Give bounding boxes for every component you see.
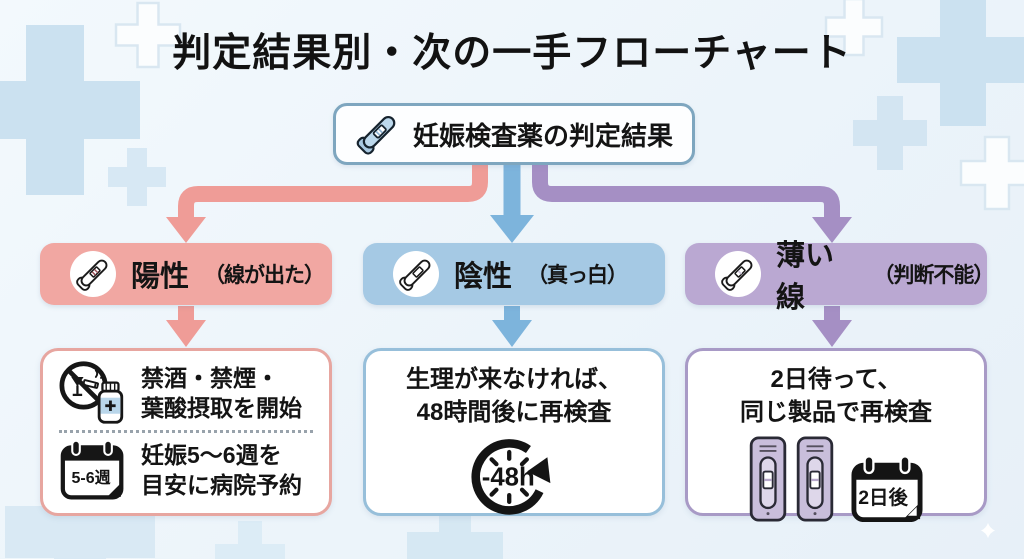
action-text-line: 妊娠5〜6週を	[141, 442, 282, 468]
branch-header-positive: 陽性 （線が出た）	[40, 243, 332, 305]
dotted-divider	[59, 430, 313, 433]
action-row: 禁酒・禁煙・ 葉酸摂取を開始	[53, 359, 319, 427]
connector-negative	[490, 162, 534, 243]
action-text-line: 2日待って、	[770, 366, 902, 393]
no-alcohol-no-smoking-supplement-icon	[59, 361, 124, 424]
page-title: 判定結果別・次の一手フローチャート	[172, 32, 852, 75]
branch-note: （線が出た）	[204, 264, 325, 287]
pregnancy-test-faint-line-icon	[721, 259, 753, 291]
arrow-positive-to-action	[166, 306, 206, 347]
connector-faint-line	[532, 162, 852, 243]
background-cross	[215, 521, 285, 559]
branch-note: （判断不能）	[873, 264, 994, 287]
arrow-faint-to-action	[812, 306, 852, 347]
background-cross	[853, 96, 927, 170]
root-node-label: 妊娠検査薬の判定結果	[412, 120, 673, 151]
action-card-faint-line: 2日待って、 同じ製品で再検査	[685, 348, 987, 522]
background-cross-outline	[114, 1, 182, 69]
branch-label: 陽性	[131, 261, 190, 293]
branch-label: 陰性	[454, 261, 513, 293]
action-text-line: 48時間後に再検査	[416, 399, 612, 426]
test-cassette-icon	[796, 436, 834, 522]
action-text-line: 葉酸摂取を開始	[141, 395, 302, 421]
background-cross	[897, 0, 1024, 126]
background-cross	[108, 148, 166, 206]
branch-header-faint-line: 薄い線 （判断不能）	[685, 240, 994, 314]
pregnancy-test-two-lines-icon	[76, 259, 108, 291]
background-cross-outline	[824, 0, 884, 57]
action-text-line: 生理が来なければ、	[406, 366, 622, 393]
connector-positive	[166, 162, 488, 243]
action-card-positive: 禁酒・禁煙・ 葉酸摂取を開始 5-6週 妊娠5〜6週を 目安に病院予約	[40, 348, 332, 516]
calendar-2-days-icon: 2日後	[851, 455, 923, 522]
action-text-line: 禁酒・禁煙・	[141, 365, 279, 391]
calendar-label: 5-6週	[72, 469, 111, 487]
branch-label: 薄い線	[776, 240, 835, 314]
root-node: 妊娠検査薬の判定結果	[333, 103, 695, 165]
action-text-line: 目安に病院予約	[141, 472, 302, 498]
clock-label: -48h	[482, 464, 535, 492]
calendar-label: 2日後	[858, 486, 908, 509]
action-row: 5-6週 妊娠5〜6週を 目安に病院予約	[53, 436, 319, 504]
calendar-5-6-weeks-icon: 5-6週	[60, 439, 124, 500]
branch-note: （真っ白）	[527, 264, 628, 287]
pregnancy-test-stick-icon	[356, 115, 396, 155]
background-cross	[0, 25, 140, 195]
action-text-line: 同じ製品で再検査	[740, 399, 932, 426]
background-cross-outline	[959, 135, 1024, 211]
clock-48h-icon: -48h	[471, 439, 551, 515]
branch-header-negative: 陰性 （真っ白）	[363, 243, 665, 305]
arrow-negative-to-action	[492, 306, 532, 347]
action-card-negative: 生理が来なければ、 48時間後に再検査 -48h	[363, 348, 665, 516]
sparkle-icon	[981, 523, 995, 538]
test-cassette-icon	[749, 436, 787, 522]
pregnancy-test-blank-icon	[399, 259, 431, 291]
